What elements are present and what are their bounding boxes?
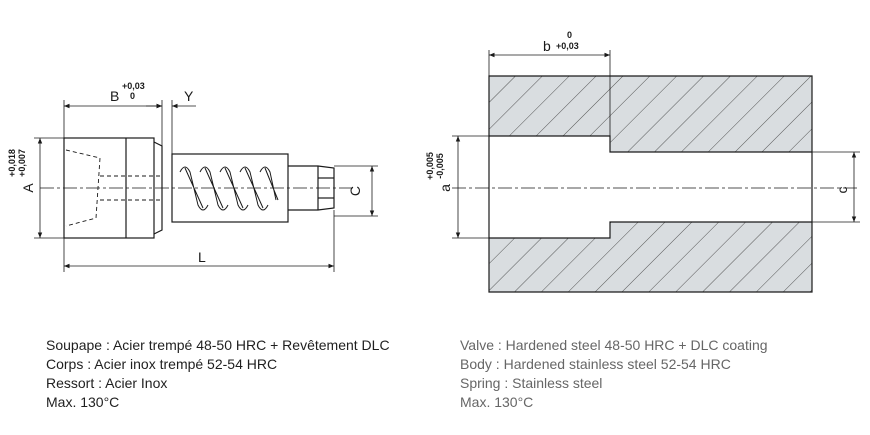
material-fr-spring: Ressort : Acier Inox	[46, 375, 168, 391]
dim-a-tol-upper: +0,018	[7, 149, 17, 177]
materials-french: Soupape : Acier trempé 48-50 HRC + Revêt…	[46, 336, 390, 412]
dim-b2-tol-lower: +0,03	[556, 41, 579, 51]
dim-a2-label: a	[437, 184, 453, 192]
left-drawing	[34, 100, 378, 272]
material-fr-valve: Soupape : Acier trempé 48-50 HRC + Revêt…	[46, 337, 390, 353]
dim-a2-tol-upper: +0,005	[425, 152, 435, 180]
section-body	[488, 75, 813, 293]
dim-c2-label: c	[834, 187, 850, 194]
dim-b-label: B	[110, 88, 119, 104]
material-en-spring: Spring : Stainless steel	[460, 375, 603, 391]
valve-hidden-cone	[65, 149, 101, 227]
material-en-body: Body : Hardened stainless steel 52-54 HR…	[460, 356, 731, 372]
valve-stem	[288, 165, 335, 211]
dim-b2-label: b	[543, 38, 551, 54]
right-drawing	[452, 50, 860, 293]
materials-english: Valve : Hardened steel 48-50 HRC + DLC c…	[460, 336, 768, 412]
spring-housing	[171, 153, 289, 223]
dim-l-label: L	[198, 249, 206, 265]
dim-b2-tol-upper: 0	[567, 30, 572, 40]
material-en-max-temp: Max. 130°C	[460, 394, 534, 410]
spring-coils	[179, 166, 279, 211]
valve-head	[63, 137, 155, 239]
material-fr-max-temp: Max. 130°C	[46, 394, 120, 410]
dim-a2-tol-lower: -0,005	[435, 153, 445, 179]
material-en-valve: Valve : Hardened steel 48-50 HRC + DLC c…	[460, 337, 768, 353]
dim-a-tol-lower: +0,007	[17, 149, 27, 177]
dim-c-label: C	[347, 186, 363, 196]
dim-b-tol-lower: 0	[130, 91, 135, 101]
valve-head-chamfer	[153, 141, 163, 235]
material-fr-body: Corps : Acier inox trempé 52-54 HRC	[46, 356, 278, 372]
dim-b-tol-upper: +0,03	[122, 81, 145, 91]
dim-a-label: A	[20, 183, 36, 193]
dim-y-label: Y	[184, 88, 194, 104]
